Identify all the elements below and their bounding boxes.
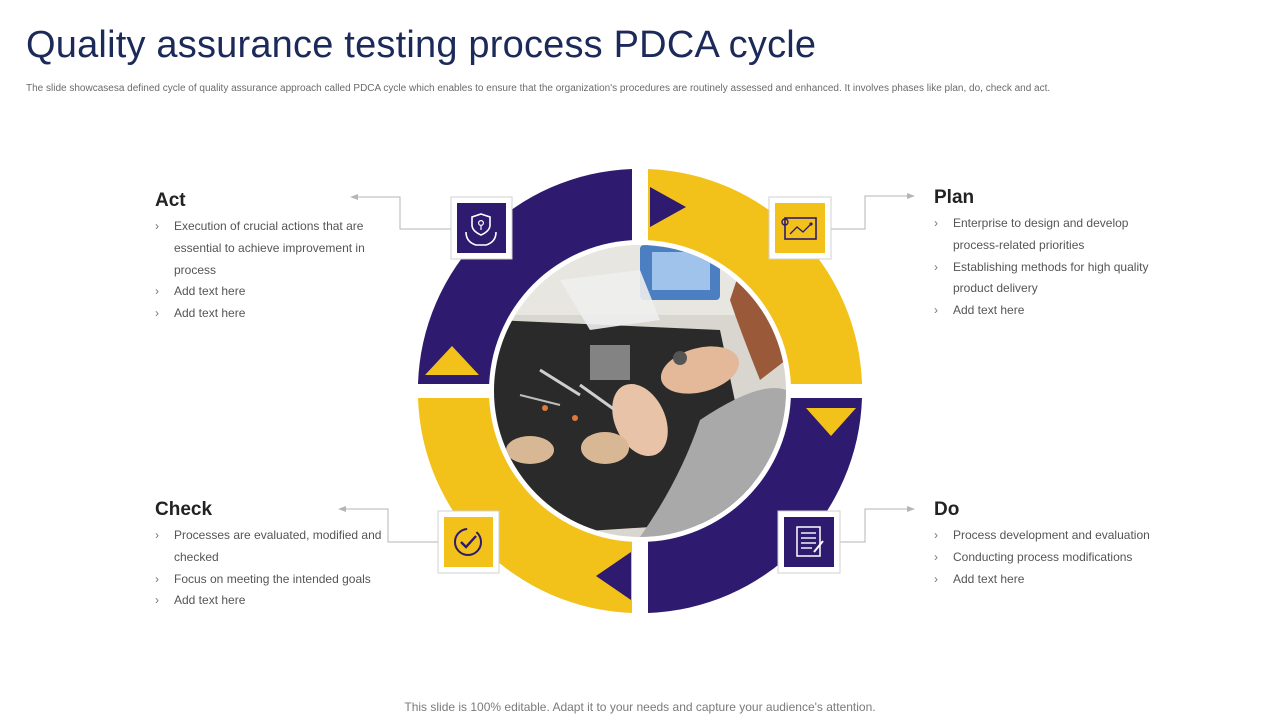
arrow-check-to-act: [425, 346, 479, 375]
arrow-act-to-plan: [650, 187, 686, 227]
bullet-item: ›Processes are evaluated, modified and c…: [155, 525, 385, 569]
shield-in-hands-icon: [450, 196, 513, 260]
footer-note: This slide is 100% editable. Adapt it to…: [404, 700, 876, 714]
chevron-right-icon: ›: [155, 528, 159, 542]
bullet-list-check: ›Processes are evaluated, modified and c…: [155, 525, 385, 612]
chevron-right-icon: ›: [155, 284, 159, 299]
chevron-right-icon: ›: [934, 549, 938, 564]
bullet-item: ›Add text here: [934, 569, 1174, 591]
bullet-item: ›Add text here: [155, 281, 385, 303]
ring-segment-plan: [648, 169, 862, 384]
bullet-item: ›Add text here: [934, 300, 1164, 322]
bullet-item: ›Add text here: [155, 590, 385, 612]
connector-act: [355, 196, 452, 230]
phase-check: Check ›Processes are evaluated, modified…: [155, 499, 385, 612]
bullet-list-act: ›Execution of crucial actions that are e…: [155, 216, 385, 325]
page-title: Quality assurance testing process PDCA c…: [26, 24, 817, 66]
phase-title-act: Act: [155, 190, 186, 211]
blueprint-map-icon: [768, 196, 832, 260]
chevron-right-icon: ›: [934, 571, 938, 586]
chevron-right-icon: ›: [934, 303, 938, 318]
bullet-item: ›Focus on meeting the intended goals: [155, 569, 385, 591]
arrow-do-to-check: [596, 552, 631, 600]
ring-segment-do: [648, 398, 862, 613]
bullet-item: ›Enterprise to design and develop proces…: [934, 213, 1164, 257]
connector-plan: [830, 195, 910, 230]
ring-segment-act: [418, 169, 632, 384]
arrow-plan-to-do: [806, 408, 856, 436]
chevron-right-icon: ›: [934, 528, 938, 542]
bullet-item: ›Add text here: [155, 303, 385, 325]
bullet-item: ›Process development and evaluation: [934, 525, 1174, 547]
connector-do: [840, 508, 910, 543]
bullet-item: ›Conducting process modifications: [934, 547, 1174, 569]
phase-do: Do ›Process development and evaluation ›…: [934, 499, 1174, 590]
chevron-right-icon: ›: [155, 219, 159, 233]
checkmark-badge-icon: [437, 510, 500, 574]
phase-title-plan: Plan: [934, 187, 975, 208]
bullet-list-plan: ›Enterprise to design and develop proces…: [934, 213, 1164, 322]
bullet-item: ›Establishing methods for high quality p…: [934, 257, 1164, 301]
page-subtitle: The slide showcasesa defined cycle of qu…: [26, 83, 1051, 94]
chevron-right-icon: ›: [934, 216, 938, 230]
bullet-list-do: ›Process development and evaluation ›Con…: [934, 525, 1174, 590]
ring-segment-check: [418, 398, 632, 613]
bullet-item: ›Execution of crucial actions that are e…: [155, 216, 385, 281]
phase-title-do: Do: [934, 499, 960, 520]
phase-act: Act ›Execution of crucial actions that a…: [155, 190, 385, 325]
chevron-right-icon: ›: [934, 259, 938, 274]
phase-title-check: Check: [155, 499, 213, 520]
center-photo: [494, 245, 786, 537]
connector-check: [343, 508, 438, 543]
checklist-icon: [777, 510, 841, 574]
chevron-right-icon: ›: [155, 306, 159, 321]
chevron-right-icon: ›: [155, 571, 159, 586]
chevron-right-icon: ›: [155, 593, 159, 608]
phase-plan: Plan ›Enterprise to design and develop p…: [934, 187, 1164, 322]
